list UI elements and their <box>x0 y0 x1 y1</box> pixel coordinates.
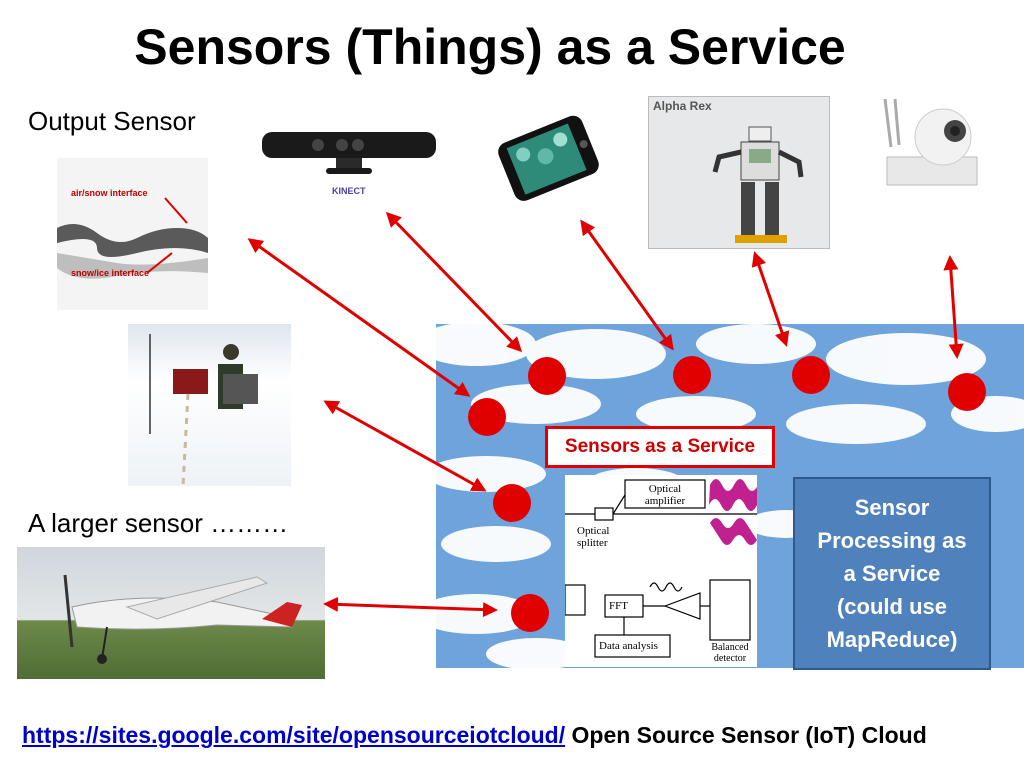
sensor-dot <box>493 484 531 522</box>
sensor-dot <box>468 398 506 436</box>
larger-sensor-label: A larger sensor ……… <box>28 508 289 538</box>
airplane-image <box>17 547 325 679</box>
sensor-dot <box>511 594 549 632</box>
radar-label-air: air/snow interface <box>71 188 148 198</box>
diagram-balanced-detector: Balanced detector <box>711 642 749 664</box>
arrow-radar <box>247 238 471 397</box>
diagram-data-analysis: Data analysis <box>599 640 658 652</box>
diagram-optical-splitter: Optical splitter <box>577 525 610 549</box>
kinect-label: KINECT <box>332 186 366 196</box>
robot-label: Alpha Rex <box>653 99 712 113</box>
kinect-image: KINECT <box>260 126 438 208</box>
radar-image: air/snow interface snow/ice interface <box>57 158 208 310</box>
arrow-phone <box>580 219 674 351</box>
sensor-dot <box>792 356 830 394</box>
processing-line-5: MapReduce) <box>826 627 958 652</box>
robot-image: Alpha Rex <box>648 96 830 249</box>
processing-line-1: Sensor <box>854 495 930 520</box>
processing-line-2: Processing as <box>817 528 967 553</box>
footer-link[interactable]: https://sites.google.com/site/opensource… <box>22 722 566 748</box>
arrow-airplane <box>323 596 498 618</box>
processing-service-box: Sensor Processing as a Service (could us… <box>793 477 991 670</box>
sensors-as-service-box: Sensors as a Service <box>545 426 775 468</box>
diagram-optical-amplifier: Optical amplifier <box>644 483 686 507</box>
sensor-dot <box>528 357 566 395</box>
sensor-dot <box>948 373 986 411</box>
processing-line-4: (could use <box>836 594 947 619</box>
arrow-kinect <box>385 211 523 353</box>
smartphone-image <box>482 106 612 214</box>
arrow-robot <box>751 251 790 347</box>
diagram-fft: FFT <box>609 600 628 612</box>
processing-line-3: a Service <box>843 561 941 586</box>
optical-diagram: Optical amplifier Optical splitter FFT D… <box>564 475 758 667</box>
ip-camera-image <box>877 97 985 193</box>
slide-title: Sensors (Things) as a Service <box>134 19 846 75</box>
sensor-dot <box>673 356 711 394</box>
arrow-snow <box>323 400 487 492</box>
footer: https://sites.google.com/site/opensource… <box>22 722 927 749</box>
arrow-camera <box>943 255 964 359</box>
footer-text: Open Source Sensor (IoT) Cloud <box>571 722 927 748</box>
output-sensor-label: Output Sensor <box>28 106 196 136</box>
radar-label-snow: snow/ice interface <box>71 268 150 278</box>
